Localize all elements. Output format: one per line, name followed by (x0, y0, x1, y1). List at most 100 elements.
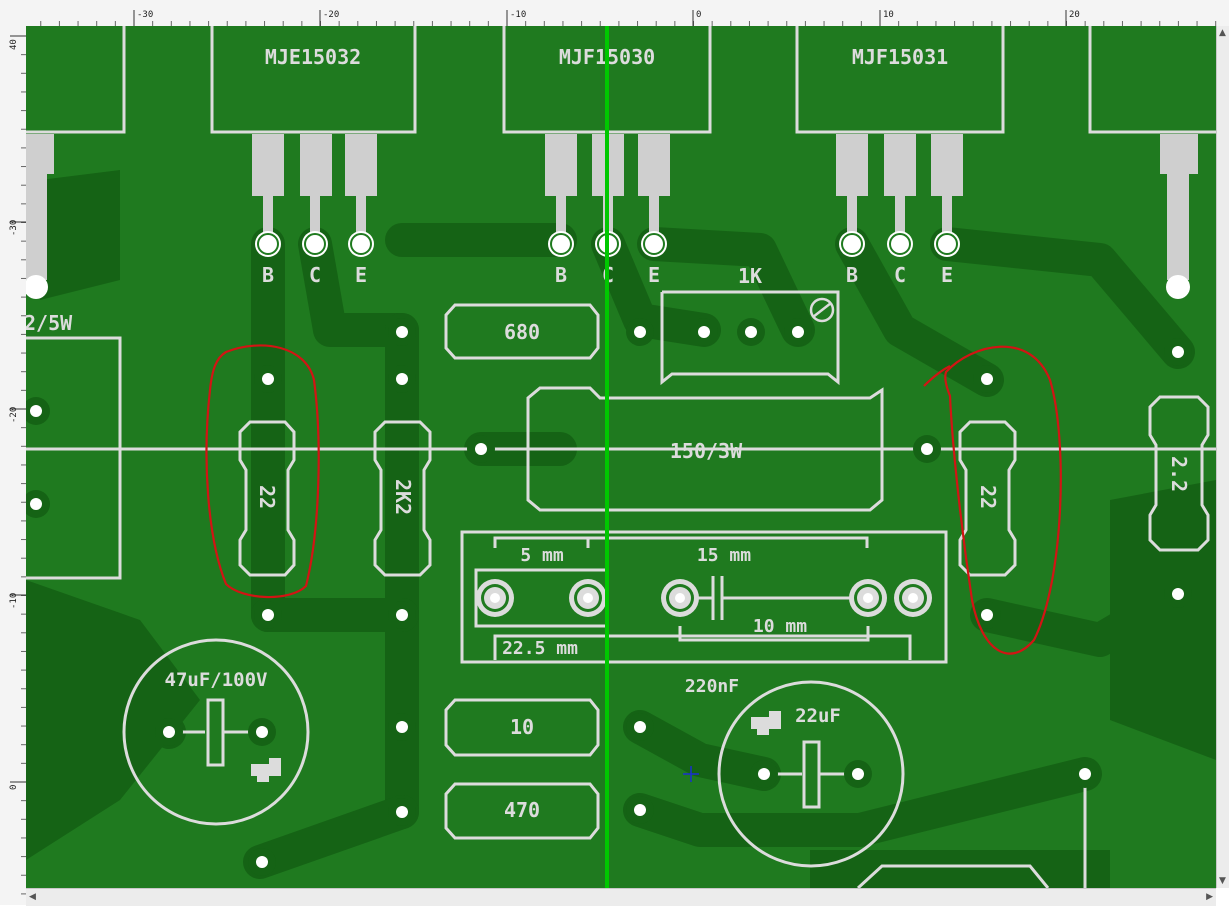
scroll-arrow-icon[interactable]: ▼ (1219, 876, 1226, 886)
pad[interactable] (1172, 346, 1184, 358)
pad[interactable] (396, 609, 408, 621)
capacitor-dimension-labels: 5 mm 15 mm 10 mm 22.5 mm 220nF (502, 545, 807, 697)
capacitor-pads[interactable] (476, 579, 932, 617)
pad-hole (648, 238, 660, 250)
horizontal-scrollbar[interactable]: ◀ ▶ (26, 888, 1216, 906)
pad[interactable] (921, 443, 933, 455)
transistor-name: MJE15032 (265, 45, 361, 69)
pad-large[interactable] (26, 275, 48, 299)
electrolytic-capacitors (122, 638, 905, 868)
pin-label: B (846, 263, 858, 287)
scroll-arrow-icon[interactable]: ▶ (1206, 892, 1213, 902)
pad[interactable] (698, 326, 710, 338)
cap-pad-hole (583, 593, 593, 603)
resistor-680-label: 680 (504, 320, 540, 344)
trimmer-screw-icon (809, 297, 835, 323)
pcb-canvas[interactable]: MJE15032 MJF15030 MJF15031 B C (26, 26, 1216, 888)
pad-ring-inner (643, 233, 665, 255)
vertical-scrollbar[interactable]: ▲ ▼ (1216, 26, 1229, 888)
crosshair-icon (683, 766, 699, 782)
ruler-top-tick: 0 (696, 10, 701, 20)
polarity-plus-icons (251, 711, 781, 782)
cap-pad-hole (675, 593, 685, 603)
ruler-left-tick: 0 (9, 785, 19, 790)
pad-hole (262, 238, 274, 250)
pad-ring-inner (257, 233, 279, 255)
pcb-layout[interactable]: MJE15032 MJF15030 MJF15031 B C (26, 26, 1216, 888)
pad[interactable] (396, 373, 408, 385)
pad-ring-inner (350, 233, 372, 255)
plus-icon (751, 711, 781, 735)
transistor-labels: MJE15032 MJF15030 MJF15031 (265, 45, 948, 69)
pad[interactable] (396, 326, 408, 338)
ruler-top-tick: -30 (137, 10, 153, 20)
pad[interactable] (396, 806, 408, 818)
pin-label: C (309, 263, 321, 287)
resistor-2-5w-outline (26, 336, 122, 580)
pad[interactable] (634, 804, 646, 816)
resistor-labels: 680 150/3W 22 2K2 22 2.2 10 470 (255, 320, 1191, 822)
ruler-left-tick: 40 (9, 39, 19, 50)
electrolytic-22uf-label: 22uF (795, 705, 841, 727)
markup-ellipse-right (944, 345, 1062, 655)
ruler-top-tick: 10 (883, 10, 894, 20)
pad[interactable] (792, 326, 804, 338)
resistor-10-label: 10 (510, 715, 534, 739)
dimension-22-5mm: 22.5 mm (502, 638, 578, 659)
pad[interactable] (30, 405, 42, 417)
ruler-left-tick: -30 (9, 220, 19, 236)
pad-ring-inner (550, 233, 572, 255)
pad[interactable] (981, 609, 993, 621)
ruler-top[interactable]: -30 -20 -10 0 10 20 (0, 0, 1229, 27)
pad[interactable] (475, 443, 487, 455)
capacitor-220nf-label: 220nF (685, 676, 739, 697)
ruler-left-scale: 40 -30 -20 -10 0 (9, 35, 26, 895)
pad[interactable] (745, 326, 757, 338)
pad-ring-inner (841, 233, 863, 255)
trimmer-outline (660, 290, 840, 386)
pad[interactable] (634, 721, 646, 733)
markup-tail (923, 365, 951, 387)
pad[interactable] (981, 373, 993, 385)
pad[interactable] (256, 856, 268, 868)
bottom-component-outline (856, 864, 1050, 888)
pad-ring-inner (936, 233, 958, 255)
pad[interactable] (262, 609, 274, 621)
pad[interactable] (396, 721, 408, 733)
pad[interactable] (634, 326, 646, 338)
pad-ring-inner (304, 233, 326, 255)
pad[interactable] (1172, 588, 1184, 600)
pin-labels: B C E B C E B C E (262, 263, 953, 287)
ruler-top-tick: -20 (323, 10, 339, 20)
resistor-2-2-label: 2.2 (1167, 456, 1191, 492)
dimension-10mm: 10 mm (753, 616, 807, 637)
transistor-name: MJF15031 (852, 45, 948, 69)
resistor-22-left-label: 22 (255, 485, 279, 509)
pad[interactable] (256, 726, 268, 738)
pad[interactable] (1079, 768, 1091, 780)
resistor-outlines (238, 303, 1210, 840)
pad-large[interactable] (1166, 275, 1190, 299)
pad-hole (309, 238, 321, 250)
pad[interactable] (30, 498, 42, 510)
ruler-left[interactable]: 40 -30 -20 -10 0 (0, 26, 27, 905)
pad[interactable] (262, 373, 274, 385)
pad[interactable] (758, 768, 770, 780)
cap-pad-hole (908, 593, 918, 603)
pad[interactable] (852, 768, 864, 780)
cap-pad-hole (490, 593, 500, 603)
component-pads[interactable] (26, 318, 1192, 876)
ruler-left-tick: -10 (9, 593, 19, 609)
pin-label: E (648, 263, 660, 287)
scroll-arrow-icon[interactable]: ◀ (29, 892, 36, 902)
transistor-legs (26, 134, 1198, 196)
pin-label: E (941, 263, 953, 287)
electrolytic-labels: 47uF/100V 22uF (165, 669, 841, 727)
pad[interactable] (163, 726, 175, 738)
pin-label: E (355, 263, 367, 287)
transistor-pads[interactable] (26, 231, 1190, 299)
ruler-left-tick: -20 (9, 407, 19, 423)
scroll-arrow-icon[interactable]: ▲ (1219, 28, 1226, 38)
ruler-top-scale: -30 -20 -10 0 10 20 (40, 10, 1217, 26)
